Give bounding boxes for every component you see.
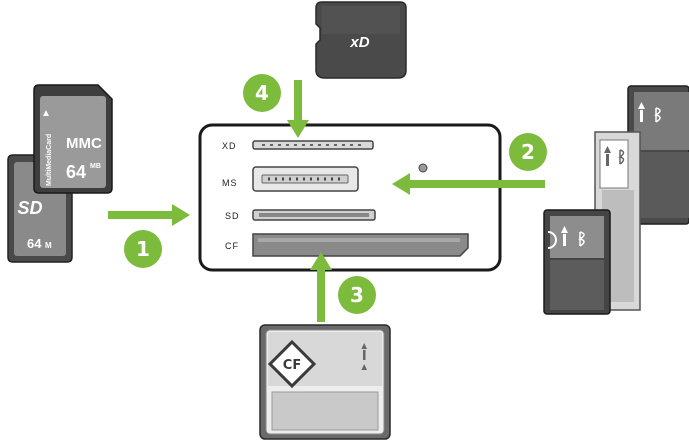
slot-label-sd: SD (225, 211, 240, 221)
slot-sd (252, 209, 376, 221)
svg-text:3: 3 (350, 283, 364, 307)
status-light (418, 163, 428, 173)
mmc-vertical-label: MultiMediaCard (46, 134, 53, 186)
slot-xd (252, 140, 374, 150)
arrow-4 (287, 80, 309, 138)
sd-capacity: 64 (27, 236, 42, 251)
mmc-unit: MB (90, 163, 101, 170)
mmc-capacity: 64 (66, 162, 86, 182)
svg-text:2: 2 (521, 140, 535, 164)
arrow-3 (310, 252, 332, 322)
svg-text:4: 4 (255, 81, 269, 105)
sd-unit: M (45, 241, 52, 250)
xd-logo: xD (349, 34, 369, 51)
cf-card: CF (259, 324, 391, 440)
mmc-brand: MMC (66, 135, 102, 152)
slot-cf (252, 233, 469, 257)
sd-logo: SD (17, 198, 42, 218)
slot-label-ms: MS (222, 178, 238, 188)
step-badge-4: 4 (243, 74, 281, 112)
step-badge-1: 1 (124, 230, 162, 268)
arrow-2 (392, 173, 545, 195)
cf-logo: CF (283, 358, 301, 373)
slot-label-xd: XD (222, 141, 237, 151)
mmc-card: MultiMediaCard MMC 64 MB (33, 84, 113, 194)
step-badge-2: 2 (509, 133, 547, 171)
slot-ms (252, 166, 359, 192)
slot-label-cf: CF (225, 241, 239, 251)
svg-text:1: 1 (136, 237, 150, 261)
xd-card: xD (315, 1, 407, 79)
memory-stick-cards (543, 85, 689, 315)
step-badge-3: 3 (338, 276, 376, 314)
slot-panel: XD MS SD CF (198, 123, 502, 272)
arrow-1 (108, 204, 190, 226)
